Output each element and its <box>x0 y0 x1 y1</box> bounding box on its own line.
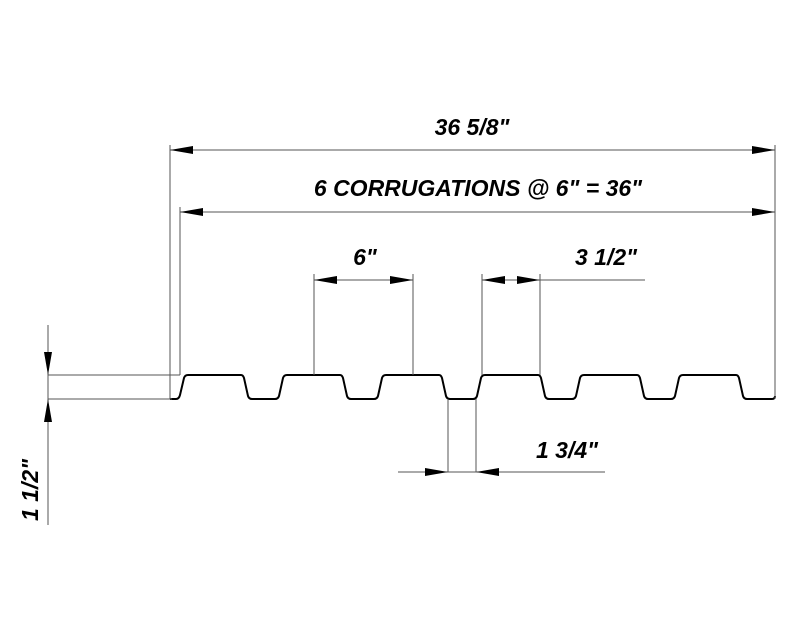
overall-width-dimension: 36 5/8" <box>170 114 775 154</box>
top-flat-label: 3 1/2" <box>575 244 638 270</box>
coverage-label: 6 CORRUGATIONS @ 6" = 36" <box>314 175 643 201</box>
bottom-flat-dimension: 1 3/4" <box>398 437 605 476</box>
bottom-flat-label: 1 3/4" <box>536 437 599 463</box>
depth-label: 1 1/2" <box>17 458 43 521</box>
overall-width-label: 36 5/8" <box>435 114 511 140</box>
extension-lines <box>48 145 776 472</box>
deck-profile <box>170 374 776 400</box>
depth-dimension: 1 1/2" <box>17 325 52 525</box>
pitch-label: 6" <box>353 244 378 270</box>
coverage-dimension: 6 CORRUGATIONS @ 6" = 36" <box>180 175 775 216</box>
pitch-dimension: 6" <box>314 244 413 284</box>
top-flat-dimension: 3 1/2" <box>482 244 645 284</box>
